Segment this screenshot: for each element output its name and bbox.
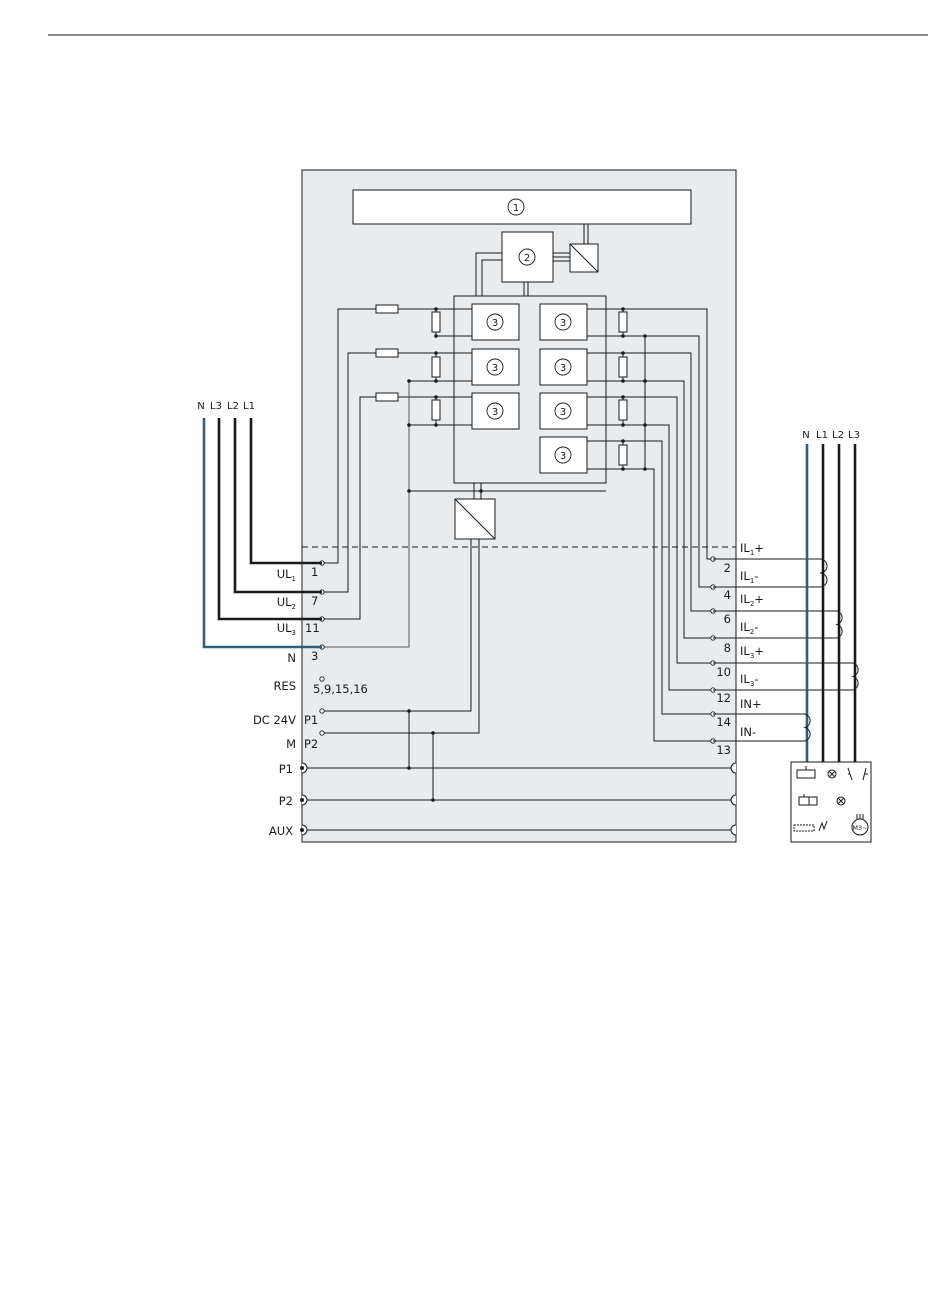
svg-text:6: 6 (724, 612, 731, 626)
svg-text:3: 3 (492, 318, 498, 329)
svg-text:2: 2 (724, 561, 731, 575)
svg-text:IN+: IN+ (740, 697, 762, 711)
svg-text:RES: RES (273, 679, 296, 693)
right-terminal-labels: IL1+ 2 IL1- 4 IL2+ 6 IL2- 8 IL3+ 10 IL3-… (716, 541, 764, 757)
svg-text:12: 12 (716, 691, 731, 705)
right-phase-l3: L3 (848, 430, 860, 441)
svg-text:IL3+: IL3+ (740, 644, 764, 660)
svg-text:P2: P2 (304, 737, 318, 751)
callout-1: 1 (513, 203, 519, 214)
svg-text:IL1-: IL1- (740, 569, 758, 585)
svg-text:IL3-: IL3- (740, 672, 758, 688)
left-phase-l3: L3 (210, 401, 222, 412)
svg-text:3: 3 (492, 407, 498, 418)
svg-text:7: 7 (311, 594, 318, 608)
svg-text:11: 11 (305, 621, 320, 635)
left-phase-l1: L1 (243, 401, 255, 412)
svg-text:8: 8 (724, 641, 731, 655)
right-phase-n: N (802, 430, 809, 441)
svg-text:10: 10 (716, 665, 731, 679)
svg-text:UL1: UL1 (277, 567, 296, 583)
svg-text:N: N (287, 651, 296, 665)
left-phase-n: N (197, 401, 204, 412)
svg-text:5,9,15,16: 5,9,15,16 (313, 682, 368, 696)
callout-2: 2 (524, 253, 530, 264)
svg-text:14: 14 (716, 715, 731, 729)
svg-text:IL2-: IL2- (740, 620, 758, 636)
svg-text:3: 3 (311, 649, 318, 663)
svg-text:UL3: UL3 (277, 621, 296, 637)
svg-text:3: 3 (560, 407, 566, 418)
svg-text:IN-: IN- (740, 725, 756, 739)
svg-text:IL2+: IL2+ (740, 592, 764, 608)
svg-text:DC 24V: DC 24V (253, 713, 296, 727)
right-phase-l2: L2 (832, 430, 844, 441)
svg-text:P1: P1 (279, 762, 293, 776)
right-phase-l1: L1 (816, 430, 828, 441)
svg-text:3: 3 (492, 363, 498, 374)
svg-text:3: 3 (560, 451, 566, 462)
ct-loops (805, 559, 858, 741)
svg-text:3: 3 (560, 318, 566, 329)
svg-text:1: 1 (311, 565, 318, 579)
svg-text:P2: P2 (279, 794, 293, 808)
right-supply-wires (807, 444, 855, 762)
svg-text:P1: P1 (304, 713, 318, 727)
left-phase-l2: L2 (227, 401, 239, 412)
svg-text:IL1+: IL1+ (740, 541, 764, 557)
svg-text:3: 3 (560, 363, 566, 374)
svg-text:4: 4 (724, 588, 731, 602)
svg-text:UL2: UL2 (277, 595, 296, 611)
svg-text:13: 13 (716, 743, 731, 757)
motor-label: M3~ (852, 824, 867, 832)
svg-text:AUX: AUX (269, 824, 293, 838)
svg-text:M: M (286, 737, 296, 751)
